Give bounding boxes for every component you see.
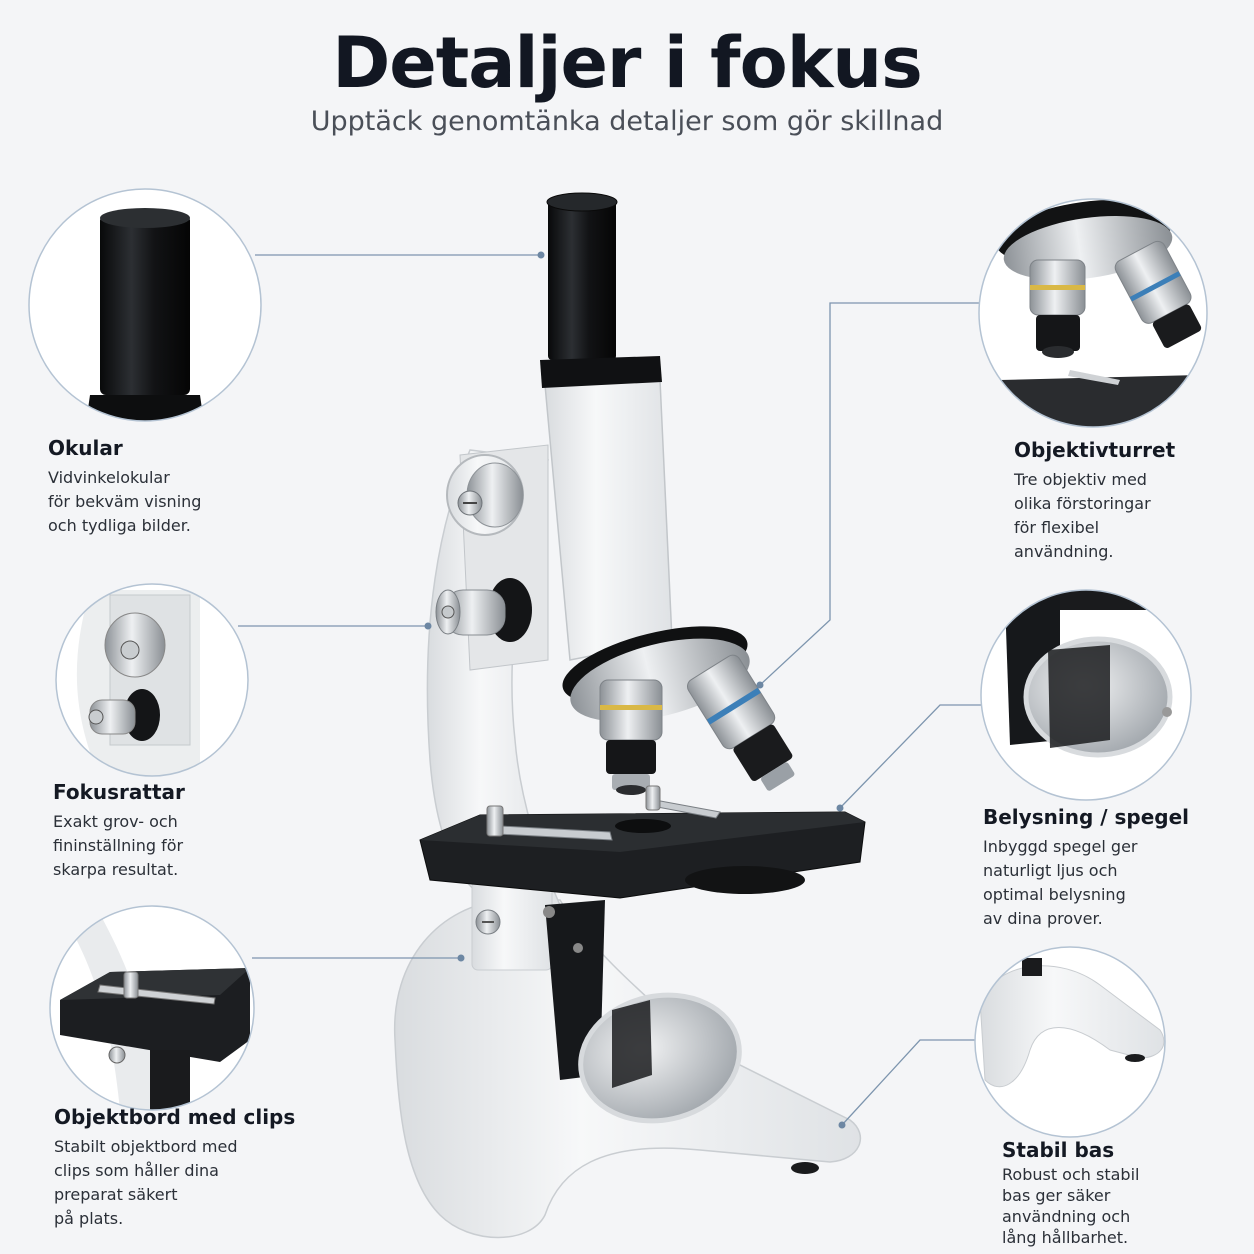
callout-line: skarpa resultat. — [53, 860, 179, 879]
callout-line: optimal belysning — [983, 885, 1126, 904]
callout-line: Stabilt objektbord med — [54, 1137, 238, 1156]
callout-objektbord-title: Objektbord med clips — [54, 1105, 296, 1129]
callout-line: användning och — [1002, 1207, 1131, 1226]
callout-line: fininställning för — [53, 836, 184, 855]
callout-line: Robust och stabil — [1002, 1165, 1140, 1184]
callout-line: för flexibel — [1014, 518, 1100, 537]
callout-objektivturret: Objektivturret Tre objektiv med olika fö… — [1014, 438, 1175, 564]
callout-line: preparat säkert — [54, 1185, 178, 1204]
callout-line: naturligt ljus och — [983, 861, 1118, 880]
microscope-main — [393, 192, 866, 1239]
callout-objektbord-body: Stabilt objektbord med clips som håller … — [54, 1135, 295, 1231]
callout-objektbord: Objektbord med clips Stabilt objektbord … — [54, 1105, 295, 1231]
callout-fokusrattar-body: Exakt grov- och fininställning för skarp… — [53, 810, 185, 882]
callout-okular-body: Vidvinkelokular för bekväm visning och t… — [48, 466, 201, 538]
leader-lines — [238, 254, 982, 1126]
callout-belysning-body: Inbyggd spegel ger naturligt ljus och op… — [983, 835, 1189, 931]
callout-okular: Okular Vidvinkelokular för bekväm visnin… — [48, 436, 201, 538]
callout-objektivturret-title: Objektivturret — [1014, 438, 1176, 462]
callout-bas-title: Stabil bas — [1002, 1138, 1115, 1162]
callout-line: på plats. — [54, 1209, 124, 1228]
detail-circle-objektbord — [49, 905, 255, 1111]
callout-line: för bekväm visning — [48, 492, 202, 511]
callout-belysning: Belysning / spegel Inbyggd spegel ger na… — [983, 805, 1189, 931]
callout-belysning-title: Belysning / spegel — [983, 805, 1190, 829]
leader-dots — [424, 251, 846, 1129]
callout-line: bas ger säker — [1002, 1186, 1111, 1205]
detail-circle-belysning — [980, 589, 1192, 801]
page-subtitle: Upptäck genomtänka detaljer som gör skil… — [310, 106, 944, 137]
callout-bas-body: Robust och stabil bas ger säker användni… — [1002, 1164, 1139, 1248]
callout-line: användning. — [1014, 542, 1114, 561]
callout-bas: Stabil bas Robust och stabil bas ger säk… — [1002, 1138, 1139, 1248]
callout-line: och tydliga bilder. — [48, 516, 191, 535]
callout-fokusrattar-title: Fokusrattar — [53, 780, 185, 804]
callout-line: olika förstoringar — [1014, 494, 1151, 513]
callout-line: Inbyggd spegel ger — [983, 837, 1138, 856]
detail-circle-okular — [28, 188, 262, 422]
callout-line: av dina prover. — [983, 909, 1103, 928]
callout-fokusrattar: Fokusrattar Exakt grov- och fininställni… — [53, 780, 185, 882]
callout-line: Exakt grov- och — [53, 812, 178, 831]
callout-objektivturret-body: Tre objektiv med olika förstoringar för … — [1014, 468, 1175, 564]
callout-line: lång hållbarhet. — [1002, 1228, 1129, 1247]
detail-circle-objektivturret — [978, 198, 1208, 428]
callout-line: clips som håller dina — [54, 1161, 219, 1180]
page-title: Detaljer i fokus — [332, 22, 923, 104]
callout-okular-title: Okular — [48, 436, 123, 460]
callout-line: Tre objektiv med — [1014, 470, 1147, 489]
detail-circle-bas — [974, 946, 1166, 1138]
detail-circle-fokusrattar — [55, 583, 249, 777]
callout-line: Vidvinkelokular — [48, 468, 170, 487]
